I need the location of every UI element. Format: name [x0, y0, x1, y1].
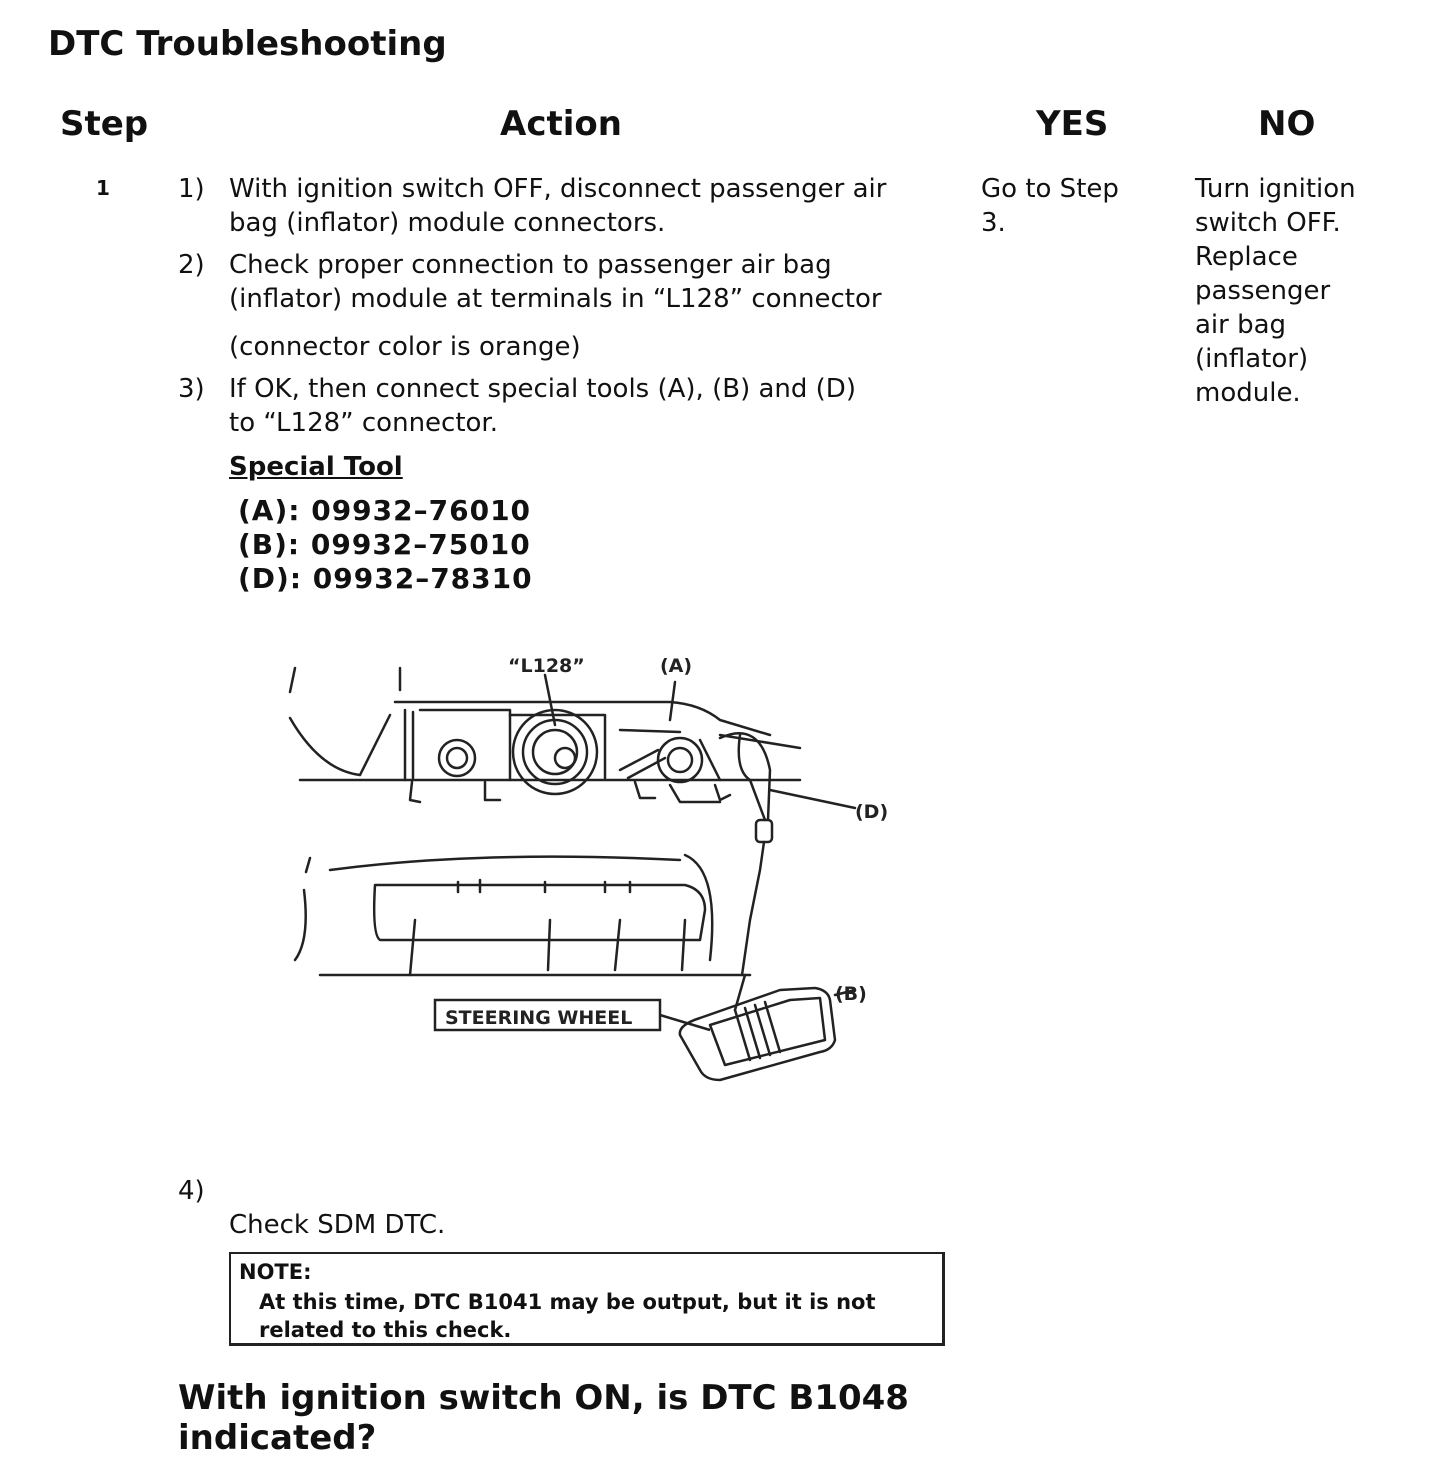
special-tool-title: Special Tool [229, 452, 403, 482]
note-line-2: related to this check. [259, 1318, 512, 1342]
no-line-6: (inflator) [1195, 344, 1309, 374]
special-tool-a: (A): 09932–76010 [238, 494, 532, 527]
action-4-number: 4) [178, 1176, 205, 1206]
action-3-line-2: to “L128” connector. [229, 408, 499, 438]
header-action: Action [500, 104, 622, 144]
action-1-number: 1) [178, 174, 205, 204]
diagram-label-l128: “L128” [508, 655, 585, 677]
action-2-line-1: Check proper connection to passenger air… [229, 250, 832, 280]
no-line-5: air bag [1195, 310, 1287, 340]
yes-line-1: Go to Step [981, 174, 1119, 204]
step-question: With ignition switch ON, is DTC B1048 in… [178, 1378, 909, 1458]
note-box: NOTE: At this time, DTC B1041 may be out… [229, 1252, 945, 1346]
note-text: At this time, DTC B1041 may be output, b… [259, 1288, 876, 1344]
step-number: 1 [96, 176, 110, 200]
action-1-line-2: bag (inflator) module connectors. [229, 208, 666, 238]
diagram-label-a: (A) [660, 655, 692, 677]
special-tool-b: (B): 09932–75010 [238, 528, 531, 561]
header-no: NO [1258, 104, 1316, 144]
action-2-number: 2) [178, 250, 205, 280]
note-line-1: At this time, DTC B1041 may be output, b… [259, 1290, 876, 1314]
header-yes: YES [1036, 104, 1109, 144]
yes-result: Go to Step 3. [981, 172, 1119, 240]
diagram-label-steering-wheel: STEERING WHEEL [445, 1007, 632, 1029]
no-result: Turn ignition switch OFF. Replace passen… [1195, 172, 1356, 410]
no-line-7: module. [1195, 378, 1301, 408]
connection-diagram: “L128” (A) (D) (B) STEERING WHEEL [288, 655, 888, 1082]
action-3-line-1: If OK, then connect special tools (A), (… [229, 374, 856, 404]
no-line-3: Replace [1195, 242, 1298, 272]
yes-line-2: 3. [981, 208, 1006, 238]
action-2-line-3: (connector color is orange) [229, 332, 581, 362]
action-2-line-2: (inflator) module at terminals in “L128”… [229, 284, 882, 314]
special-tool-d: (D): 09932–78310 [238, 562, 533, 595]
no-line-1: Turn ignition [1195, 174, 1356, 204]
header-step: Step [60, 104, 149, 144]
question-line-2: indicated? [178, 1418, 377, 1458]
diagram-label-d: (D) [855, 801, 888, 823]
steering-wheel-label-box [433, 998, 662, 1032]
action-1-line-1: With ignition switch OFF, disconnect pas… [229, 174, 887, 204]
question-line-1: With ignition switch ON, is DTC B1048 [178, 1378, 909, 1418]
action-3-number: 3) [178, 374, 205, 404]
no-line-4: passenger [1195, 276, 1331, 306]
no-line-2: switch OFF. [1195, 208, 1341, 238]
diagram-label-b: (B) [835, 983, 867, 1005]
page-title: DTC Troubleshooting [48, 24, 447, 64]
action-4-text: Check SDM DTC. [229, 1210, 446, 1240]
note-title: NOTE: [239, 1260, 312, 1284]
